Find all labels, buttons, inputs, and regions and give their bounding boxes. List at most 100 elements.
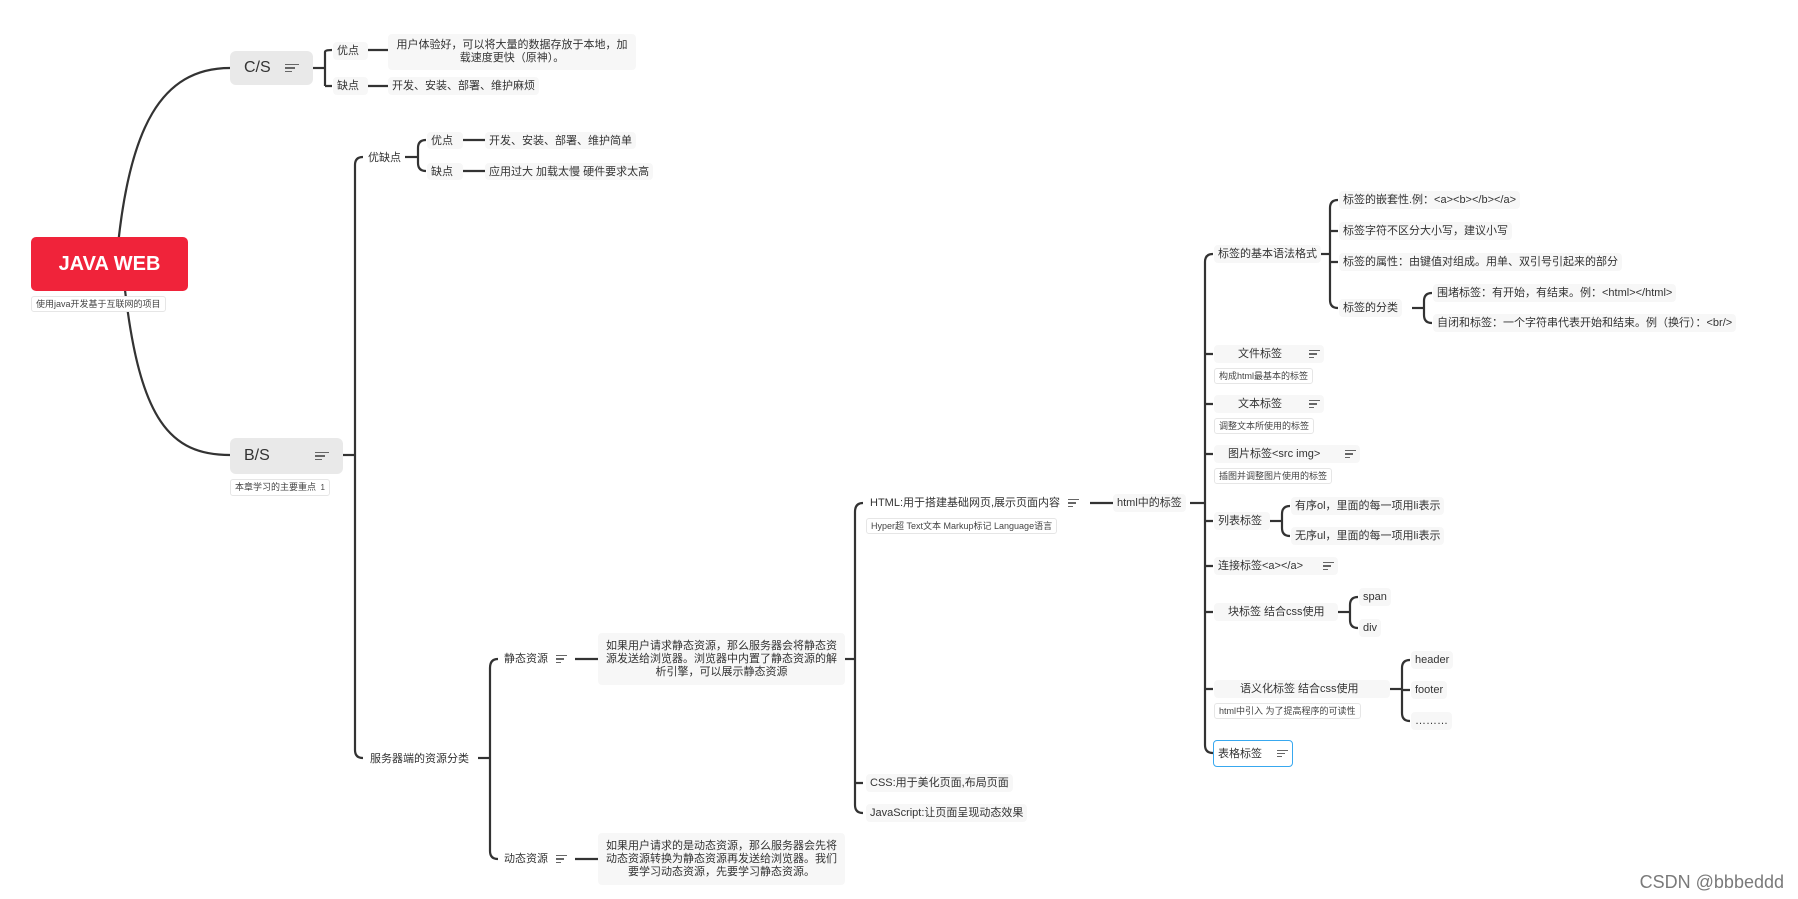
syntax-case[interactable]: 标签字符不区分大小写，建议小写 (1339, 222, 1512, 240)
html-tags-node[interactable]: html中的标签 (1113, 494, 1186, 512)
semantic-footer-label: footer (1415, 684, 1444, 696)
text-tag-node[interactable]: 文本标签 (1214, 395, 1324, 413)
syntax-attr[interactable]: 标签的属性：由键值对组成。用单、双引号引起来的部分 (1339, 253, 1622, 271)
cs-label: C/S (244, 59, 271, 76)
dynamic-desc[interactable]: 如果用户请求的是动态资源，那么服务器会先将动态资源转换为静态资源再发送给浏览器。… (598, 833, 845, 885)
cs-con-text[interactable]: 开发、安装、部署、维护麻烦 (388, 77, 539, 95)
bs-con-label: 缺点 (431, 165, 453, 178)
notes-icon (1277, 748, 1288, 760)
list-tag-label: 列表标签 (1218, 515, 1262, 527)
static-desc[interactable]: 如果用户请求静态资源，那么服务器会将静态资源发送给浏览器。浏览器中内置了静态资源… (598, 633, 845, 685)
js-node[interactable]: JavaScript:让页面呈现动态效果 (866, 804, 1028, 822)
root-note: 使用java开发基于互联网的项目 (31, 296, 166, 312)
block-tag-label: 块标签 结合css使用 (1228, 606, 1325, 618)
list-ol-label: 有序ol，里面的每一项用li表示 (1295, 500, 1441, 512)
semantic-header[interactable]: header (1411, 651, 1454, 669)
notes-icon (556, 853, 567, 865)
img-tag-node[interactable]: 图片标签<src img> (1214, 445, 1360, 463)
js-label: JavaScript:让页面呈现动态效果 (870, 807, 1024, 819)
category-paired-label: 围堵标签：有开始，有结束。例：<html></html> (1437, 287, 1673, 299)
bs-note-badge: 1 (320, 483, 325, 492)
cs-con-text-label: 开发、安装、部署、维护麻烦 (392, 80, 535, 92)
html-tags-label: html中的标签 (1117, 497, 1182, 509)
resources-label: 服务器端的资源分类 (370, 752, 469, 765)
syntax-category-label: 标签的分类 (1343, 302, 1398, 314)
semantic-more-label: ……… (1415, 715, 1448, 727)
file-tag-note: 构成html最基本的标签 (1214, 368, 1314, 384)
category-self[interactable]: 自闭和标签：一个字符串代表开始和结束。例（换行）：<br/> (1433, 314, 1737, 332)
html-node[interactable]: HTML:用于搭建基础网页,展示页面内容 (866, 494, 1083, 512)
notes-icon (285, 62, 299, 74)
syntax-label: 标签的基本语法格式 (1218, 248, 1317, 260)
block-tag-node[interactable]: 块标签 结合css使用 (1214, 603, 1338, 621)
semantic-footer[interactable]: footer (1411, 681, 1448, 699)
root-node[interactable]: JAVA WEB (31, 237, 188, 291)
cs-pro-text-label: 用户体验好，可以将大量的数据存放于本地，加载速度更快（原神）。 (396, 39, 628, 64)
css-node[interactable]: CSS:用于美化页面,布局页面 (866, 774, 1013, 792)
link-tag-label: 连接标签<a></a> (1218, 560, 1303, 572)
notes-icon (1323, 560, 1334, 572)
static-node[interactable]: 静态资源 (500, 650, 575, 668)
list-ul-label: 无序ul，里面的每一项用li表示 (1295, 530, 1441, 542)
semantic-tag-note: html中引入 为了提高程序的可读性 (1214, 703, 1361, 719)
text-tag-note: 调整文本所使用的标签 (1214, 418, 1315, 434)
bs-note-text: 本章学习的主要重点 (235, 482, 317, 492)
cs-con-node[interactable]: 缺点 (333, 77, 368, 95)
list-tag-node[interactable]: 列表标签 (1214, 512, 1270, 530)
table-tag-label: 表格标签 (1218, 747, 1262, 760)
cs-con-label: 缺点 (337, 80, 359, 92)
notes-icon (556, 653, 567, 665)
syntax-nesting-label: 标签的嵌套性.例：<a><b></b></a> (1343, 194, 1517, 206)
cs-pro-node[interactable]: 优点 (333, 42, 368, 60)
notes-icon (1309, 348, 1320, 360)
bs-pro-label: 优点 (431, 134, 453, 147)
bs-proscons-label: 优缺点 (368, 151, 401, 164)
text-tag-label: 文本标签 (1238, 398, 1282, 410)
notes-icon (1068, 497, 1080, 509)
bs-node[interactable]: B/S (230, 438, 343, 474)
list-ol[interactable]: 有序ol，里面的每一项用li表示 (1291, 497, 1445, 515)
dynamic-label: 动态资源 (504, 853, 548, 865)
semantic-more[interactable]: ……… (1411, 712, 1452, 730)
root-title: JAVA WEB (58, 253, 161, 275)
notes-icon (1345, 448, 1356, 460)
file-tag-label: 文件标签 (1238, 348, 1282, 360)
file-tag-node[interactable]: 文件标签 (1214, 345, 1324, 363)
block-div[interactable]: div (1359, 619, 1382, 637)
table-tag-node[interactable]: 表格标签 (1213, 740, 1293, 767)
semantic-header-label: header (1415, 654, 1450, 666)
html-label: HTML:用于搭建基础网页,展示页面内容 (870, 497, 1061, 509)
block-div-label: div (1363, 622, 1378, 634)
link-tag-node[interactable]: 连接标签<a></a> (1214, 557, 1338, 575)
resources-node[interactable]: 服务器端的资源分类 (366, 750, 473, 767)
notes-icon (315, 450, 329, 462)
semantic-tag-node[interactable]: 语义化标签 结合css使用 (1214, 680, 1390, 698)
syntax-nesting[interactable]: 标签的嵌套性.例：<a><b></b></a> (1339, 191, 1521, 209)
dynamic-node[interactable]: 动态资源 (500, 850, 575, 868)
block-span-label: span (1363, 591, 1387, 603)
bs-pro-node[interactable]: 优点 (427, 132, 463, 149)
bs-proscons-node[interactable]: 优缺点 (364, 149, 405, 166)
bs-pro-text-label: 开发、安装、部署、维护简单 (489, 134, 632, 147)
bs-note: 本章学习的主要重点 1 (230, 479, 330, 496)
category-paired[interactable]: 围堵标签：有开始，有结束。例：<html></html> (1433, 284, 1677, 302)
list-ul[interactable]: 无序ul，里面的每一项用li表示 (1291, 527, 1445, 545)
dynamic-desc-label: 如果用户请求的是动态资源，那么服务器会先将动态资源转换为静态资源再发送给浏览器。… (606, 839, 837, 878)
css-label: CSS:用于美化页面,布局页面 (870, 777, 1009, 789)
syntax-category[interactable]: 标签的分类 (1339, 299, 1402, 317)
cs-pro-text[interactable]: 用户体验好，可以将大量的数据存放于本地，加载速度更快（原神）。 (388, 34, 636, 70)
syntax-attr-label: 标签的属性：由键值对组成。用单、双引号引起来的部分 (1343, 256, 1618, 268)
block-span[interactable]: span (1359, 588, 1391, 606)
syntax-node[interactable]: 标签的基本语法格式 (1214, 245, 1321, 263)
cs-pro-label: 优点 (337, 45, 359, 57)
img-tag-label: 图片标签<src img> (1228, 448, 1321, 460)
bs-con-text-label: 应用过大 加载太慢 硬件要求太高 (489, 165, 650, 178)
img-tag-note: 插图并调整图片使用的标签 (1214, 468, 1333, 484)
watermark: CSDN @bbbeddd (1639, 872, 1784, 892)
syntax-case-label: 标签字符不区分大小写，建议小写 (1343, 225, 1508, 237)
notes-icon (1309, 398, 1320, 410)
cs-node[interactable]: C/S (230, 51, 313, 85)
bs-pro-text[interactable]: 开发、安装、部署、维护简单 (485, 132, 636, 149)
bs-con-text[interactable]: 应用过大 加载太慢 硬件要求太高 (485, 163, 654, 180)
bs-con-node[interactable]: 缺点 (427, 163, 463, 180)
